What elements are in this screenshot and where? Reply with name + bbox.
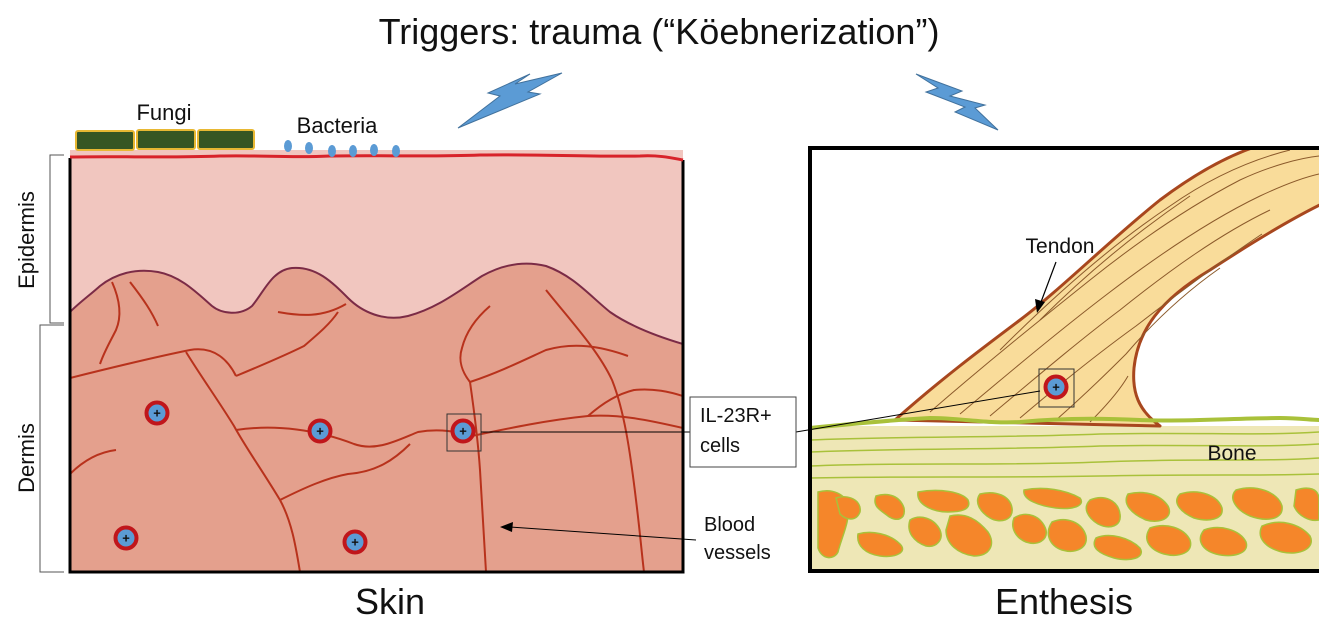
il23r-cell: + [116,528,137,549]
il23r-cell: + [1046,377,1067,398]
il23r-cell: + [453,421,474,442]
enthesis-panel: Tendon Bone + Enthesis [810,140,1319,622]
svg-text:+: + [153,406,161,421]
tendon-label: Tendon [1026,235,1095,258]
svg-text:+: + [122,531,130,546]
il23r-cell: + [310,421,331,442]
epidermis-bracket [50,155,64,323]
blood-vessels-label: Blood vessels [704,514,771,564]
il23r-cell: + [345,532,366,553]
bacteria-label: Bacteria [297,113,378,138]
skin-panel: Fungi Bacteria Epidermis Dermis + + + [14,100,771,622]
fungi-cluster [76,130,254,150]
lightning-left-icon [458,73,562,128]
dermis-label: Dermis [14,423,39,493]
lightning-right-icon [916,74,998,130]
bone-label: Bone [1207,442,1256,465]
il23r-cell: + [147,403,168,424]
epidermis-label: Epidermis [14,191,39,289]
svg-text:+: + [316,424,324,439]
enthesis-caption: Enthesis [995,581,1133,622]
figure-title: Triggers: trauma (“Köebnerization”) [379,11,940,52]
svg-text:+: + [1052,380,1060,395]
skin-caption: Skin [355,581,425,622]
fungi-label: Fungi [136,100,191,125]
svg-text:+: + [459,424,467,439]
svg-text:+: + [351,535,359,550]
dermis-bracket [40,325,64,572]
